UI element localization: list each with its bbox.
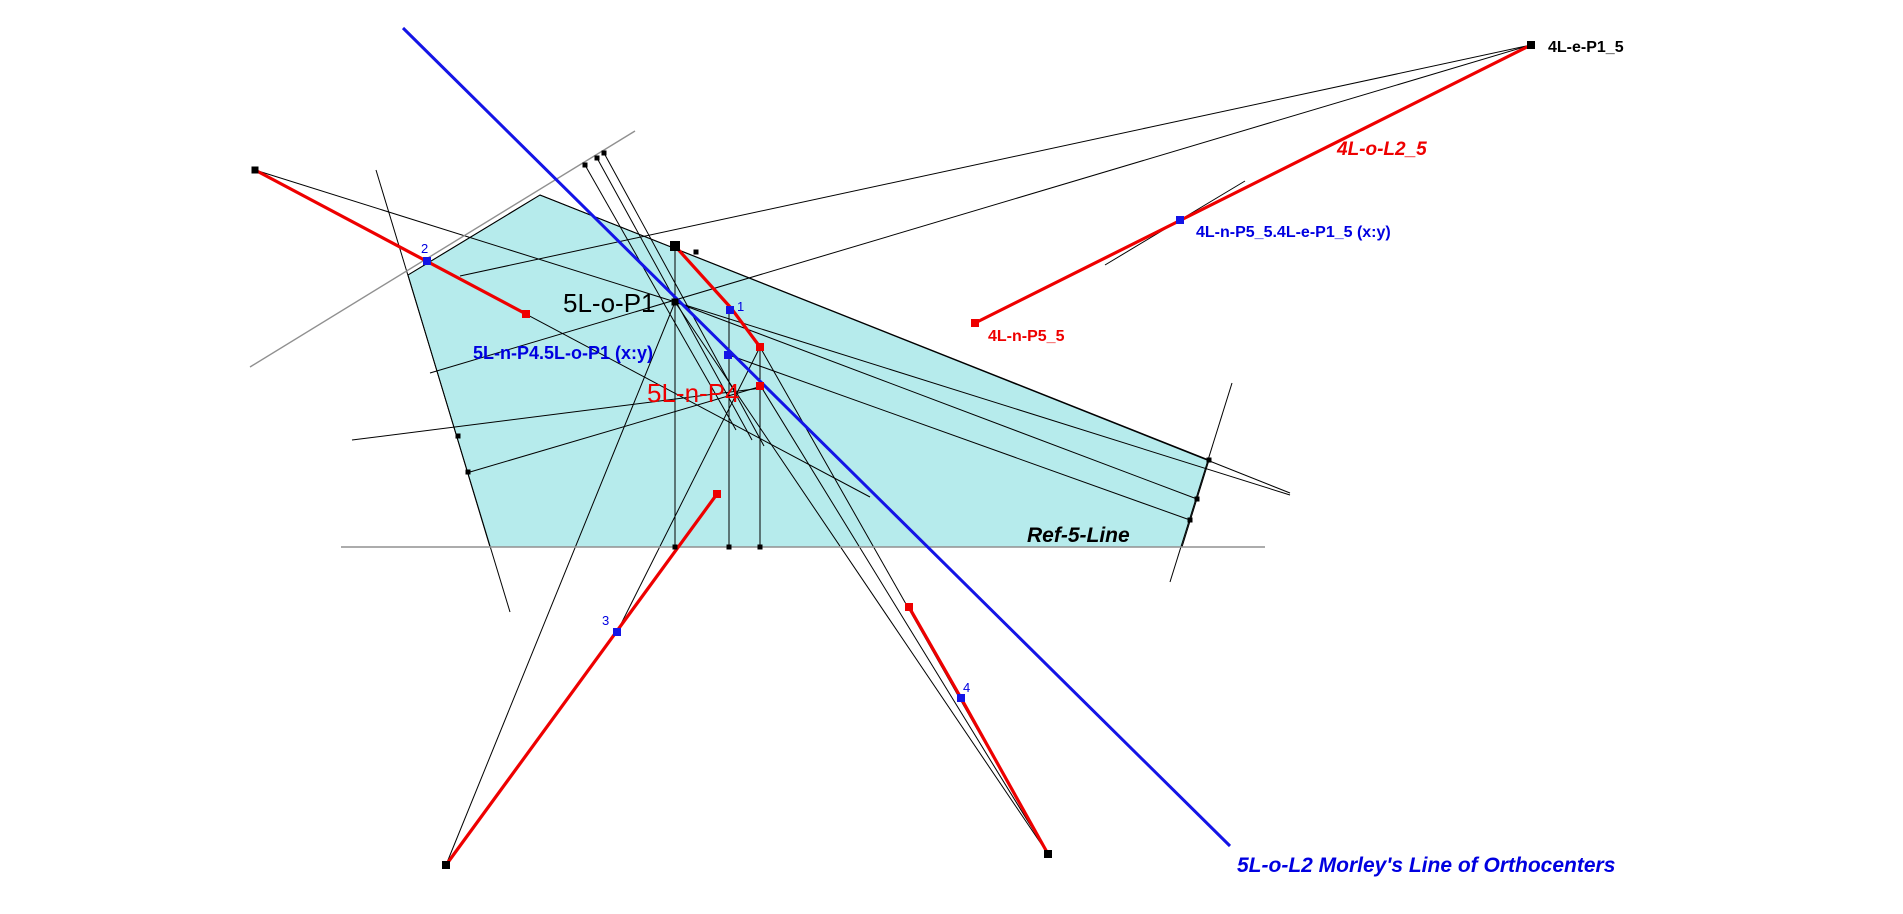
dot-grayline-1: [582, 162, 588, 168]
point-1[interactable]: [726, 306, 734, 314]
dot-rightedge-1: [1194, 496, 1200, 502]
steep-parallel-1: [584, 164, 737, 431]
point-5L-n-P4[interactable]: [756, 382, 764, 390]
left-steep-edge-line: [375, 169, 511, 613]
ref-5-line-pentagon-region: [407, 194, 1210, 548]
point-5L-o-P1[interactable]: [671, 298, 679, 306]
dot-rightedge-2: [1187, 517, 1193, 523]
point-red-topleft[interactable]: [522, 310, 530, 318]
dot-foot-3: [757, 544, 763, 550]
point-topleft-black[interactable]: [251, 166, 259, 174]
dot-foot-1: [672, 544, 678, 550]
point-bottomleft-black[interactable]: [442, 861, 450, 869]
label-4L-xy: 4L-n-P5_5.4L-e-P1_5 (x:y): [1196, 224, 1391, 241]
red-segment-center-a: [673, 244, 733, 310]
shallow-line-left-b: [351, 387, 763, 441]
ray-orthocenter-bottomleft: [445, 301, 676, 866]
point-red-bottomright[interactable]: [905, 603, 913, 611]
inner-parallel-right-a: [674, 301, 1198, 500]
point-4L-n-P5_5[interactable]: [971, 319, 979, 327]
label-5L-n-P4: 5L-n-P4: [647, 378, 740, 408]
steep-parallel-3: [603, 152, 765, 447]
label-5L-o-P1: 5L-o-P1: [563, 288, 656, 318]
label-5L-xy: 5L-n-P4.5L-o-P1 (x:y): [473, 343, 653, 363]
label-morley-line: 5L-o-L2 Morley's Line of Orthocenters: [1237, 854, 1615, 877]
label-4L-e-P1_5: 4L-e-P1_5: [1548, 39, 1624, 56]
label-point-1: 1: [737, 299, 744, 314]
point-4[interactable]: [957, 694, 965, 702]
label-point-4: 4: [963, 680, 970, 695]
red-segment-center-b: [729, 307, 762, 348]
dot-grayline-2: [594, 155, 600, 161]
point-2[interactable]: [423, 257, 431, 265]
inner-parallel-right-b: [728, 354, 1191, 521]
point-bottomright-black[interactable]: [1044, 850, 1052, 858]
point-red-bottomleft[interactable]: [713, 490, 721, 498]
dot-foot-2: [726, 544, 732, 550]
dot-top-edge: [693, 249, 699, 255]
red-segment-bottomleft: [444, 493, 719, 866]
point-5LnP4-5LoP1-xy[interactable]: [724, 351, 732, 359]
line-from-4LeP1-a: [429, 44, 1532, 374]
line-from-4LeP1-b: [459, 44, 1532, 277]
label-4L-o-L2_5: 4L-o-L2_5: [1336, 139, 1427, 160]
dot-leftedge-1: [455, 433, 461, 439]
gray-upper-line: [249, 130, 636, 368]
point-red-mid[interactable]: [756, 343, 764, 351]
dot-grayline-3: [601, 150, 607, 156]
construction-line-through-orthocenter: [254, 169, 1291, 496]
red-segment-topleft: [254, 168, 527, 316]
point-3[interactable]: [613, 628, 621, 636]
red-segment-bottomright-b: [959, 697, 1050, 855]
label-point-3: 3: [602, 613, 609, 628]
dot-right-vertex: [1206, 457, 1212, 463]
label-4L-n-P5_5: 4L-n-P5_5: [988, 328, 1065, 345]
red-segment-bottomright-a: [907, 606, 963, 699]
red-line-4L-o-L2_5: [974, 43, 1532, 325]
dot-leftedge-2: [465, 469, 471, 475]
point-4LnP5-4LeP1-xy[interactable]: [1176, 216, 1184, 224]
morley-line-5L-o-L2: [401, 26, 1232, 848]
top-right-edge-line: [539, 194, 1291, 494]
point-top-black[interactable]: [670, 241, 680, 251]
point-4L-e-P1_5[interactable]: [1527, 41, 1535, 49]
right-steep-edge-line: [1169, 382, 1233, 583]
segment-to-bottomright-a: [759, 384, 1049, 855]
label-ref-5-line: Ref-5-Line: [1027, 524, 1130, 547]
shallow-line-left-a: [469, 385, 763, 473]
ray-orthocenter-bottomright: [674, 301, 1049, 855]
label-point-2: 2: [421, 241, 428, 256]
